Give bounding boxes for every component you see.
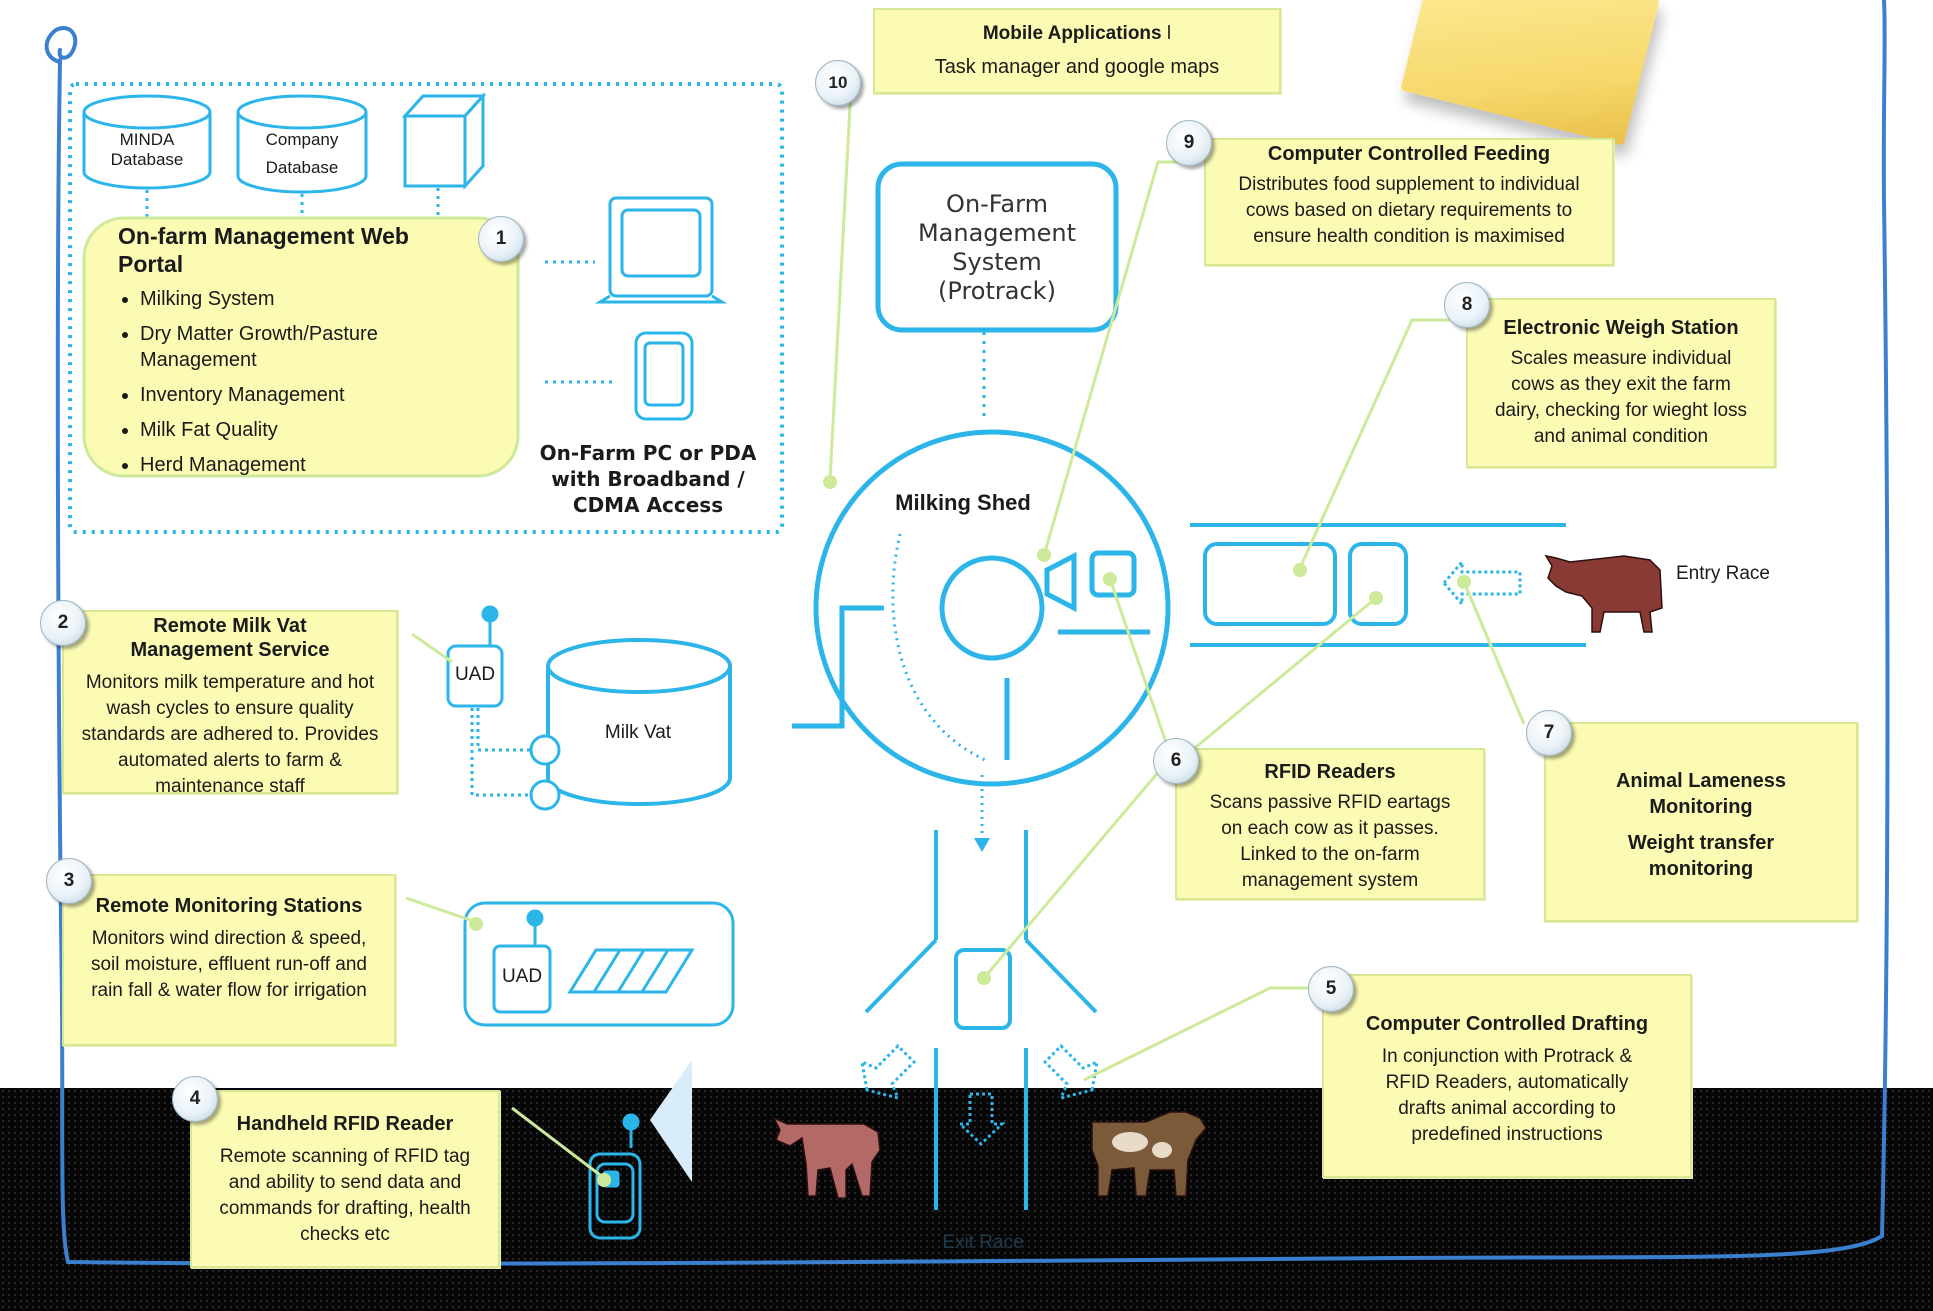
portal-item: Inventory Management [140, 382, 500, 408]
company-database-icon [236, 94, 368, 194]
monitoring-title: Remote Monitoring Stations [95, 895, 363, 917]
monitoring-station-device [463, 901, 735, 1027]
badge-3: 3 [46, 858, 92, 904]
handheld-reader-device [588, 1113, 642, 1240]
feeding-desc: Distributes food supplement to individua… [1238, 174, 1580, 247]
portal-area-box [68, 82, 784, 534]
mobile-applications-note: Mobile Applications l Task manager and g… [873, 8, 1281, 94]
milk-vat-service-note: Remote Milk Vat Management Service Monit… [62, 610, 398, 797]
rfid-desc: Scans passive RFID eartags on each cow a… [1209, 792, 1451, 891]
weigh-title: Electronic Weigh Station [1503, 317, 1739, 339]
feeding-note: Computer Controlled Feeding Distributes … [1204, 138, 1614, 266]
monitoring-stations-note: Remote Monitoring Stations Monitors wind… [62, 874, 396, 1046]
rfid-title: RFID Readers [1264, 761, 1396, 783]
milking-shed-label: Milking Shed [895, 490, 1031, 515]
race-lanes [1190, 523, 1586, 647]
exit-arrows-icon [860, 1043, 1099, 1147]
mobile-title-suffix: l [1166, 23, 1172, 44]
server-box-icon [401, 92, 487, 190]
drafting-note: Computer Controlled Drafting In conjunct… [1322, 974, 1692, 1178]
scan-beam-icon [650, 1060, 692, 1182]
uad-monitoring-label: UAD [501, 966, 543, 987]
handheld-title: Handheld RFID Reader [236, 1113, 454, 1135]
lameness-subtitle: Weight transfer monitoring [1627, 832, 1775, 880]
badge-4: 4 [172, 1076, 218, 1122]
milking-shed-rotary [792, 429, 1171, 787]
portal-item: Dry Matter Growth/Pasture Management [140, 321, 500, 373]
entry-arrow-icon [1442, 557, 1522, 609]
portal-title: On-farm Management Web Portal [118, 223, 409, 277]
connector-dots [469, 475, 1471, 1187]
milk-vat-service-desc: Monitors milk temperature and hot wash c… [81, 672, 379, 797]
portal-box [82, 216, 520, 478]
badge-5: 5 [1308, 966, 1354, 1012]
uad-vat-device [446, 605, 561, 811]
milk-vat-service-title: Remote Milk Vat Management Service [130, 615, 330, 661]
exit-race-label: Exit Race [942, 1232, 1024, 1253]
pc-icon [594, 196, 728, 304]
badge-8: 8 [1444, 282, 1490, 328]
badge-7: 7 [1526, 710, 1572, 756]
drafting-title: Computer Controlled Drafting [1365, 1013, 1649, 1035]
milk-vat-label: Milk Vat [604, 722, 672, 743]
connector-lines [405, 67, 1526, 1180]
ofms-title: On-Farm Management System (Protrack) [917, 190, 1077, 305]
minda-database-label: MINDA Database [110, 130, 184, 169]
uad-vat-label: UAD [454, 664, 496, 685]
portal-feature-list: Milking System Dry Matter Growth/Pasture… [112, 286, 500, 487]
cow-exit-right-icon [1091, 1111, 1207, 1197]
pda-icon [634, 331, 694, 421]
mobile-desc: Task manager and google maps [934, 56, 1220, 78]
ofms-box [875, 161, 1119, 333]
rfid-readers-note: RFID Readers Scans passive RFID eartags … [1175, 748, 1485, 900]
pc-pda-label: On-Farm PC or PDA with Broadband / CDMA … [539, 441, 757, 517]
mobile-title: Mobile Applications [982, 23, 1162, 44]
minda-database-icon [82, 94, 212, 190]
handheld-desc: Remote scanning of RFID tag and ability … [219, 1146, 471, 1245]
drafting-desc: In conjunction with Protrack & RFID Read… [1381, 1046, 1633, 1145]
lameness-note: Animal Lameness Monitoring Weight transf… [1544, 722, 1858, 922]
handheld-note: Handheld RFID Reader Remote scanning of … [190, 1090, 500, 1268]
badge-6: 6 [1153, 738, 1199, 784]
exit-chute [864, 830, 1098, 1210]
badge-9: 9 [1166, 120, 1212, 166]
portal-item: Milking System [140, 286, 500, 312]
portal-item: Herd Management [140, 452, 500, 478]
company-database-label: Company Database [265, 130, 339, 177]
badge-2: 2 [40, 600, 86, 646]
badge-1: 1 [478, 216, 524, 262]
weigh-desc: Scales measure individual cows as they e… [1494, 348, 1748, 447]
lameness-title: Animal Lameness Monitoring [1615, 770, 1787, 818]
entry-race-label: Entry Race [1676, 563, 1770, 584]
feeding-title: Computer Controlled Feeding [1267, 143, 1551, 165]
milk-vat-icon [546, 638, 732, 806]
cow-exit-left-icon [772, 1116, 881, 1199]
cow-entry-icon [1544, 554, 1663, 633]
badge-10: 10 [815, 60, 861, 106]
portal-item: Milk Fat Quality [140, 417, 500, 443]
weigh-station-note: Electronic Weigh Station Scales measure … [1466, 298, 1776, 468]
monitoring-desc: Monitors wind direction & speed, soil mo… [90, 928, 367, 1001]
